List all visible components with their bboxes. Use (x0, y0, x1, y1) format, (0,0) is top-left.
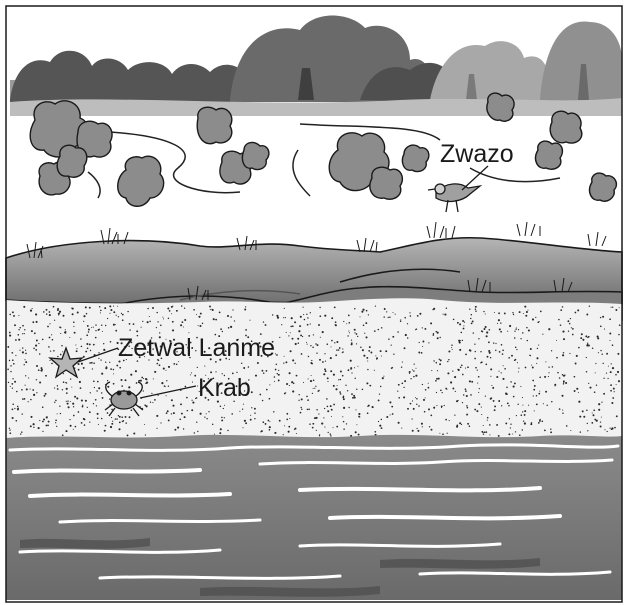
beach-sand (6, 298, 622, 438)
bird-label: Zwazo (440, 140, 514, 168)
crab-label: Krab (198, 374, 251, 402)
shrub (197, 107, 232, 144)
water (6, 435, 622, 600)
shrub (536, 141, 563, 169)
shrub (242, 143, 268, 170)
shrub (57, 145, 87, 177)
shrub (402, 145, 428, 171)
shrub (487, 93, 514, 121)
starfish-label: Zetwal Lanme (118, 334, 275, 362)
shrub (550, 111, 582, 143)
shrub (370, 167, 402, 199)
shrub (590, 173, 617, 201)
